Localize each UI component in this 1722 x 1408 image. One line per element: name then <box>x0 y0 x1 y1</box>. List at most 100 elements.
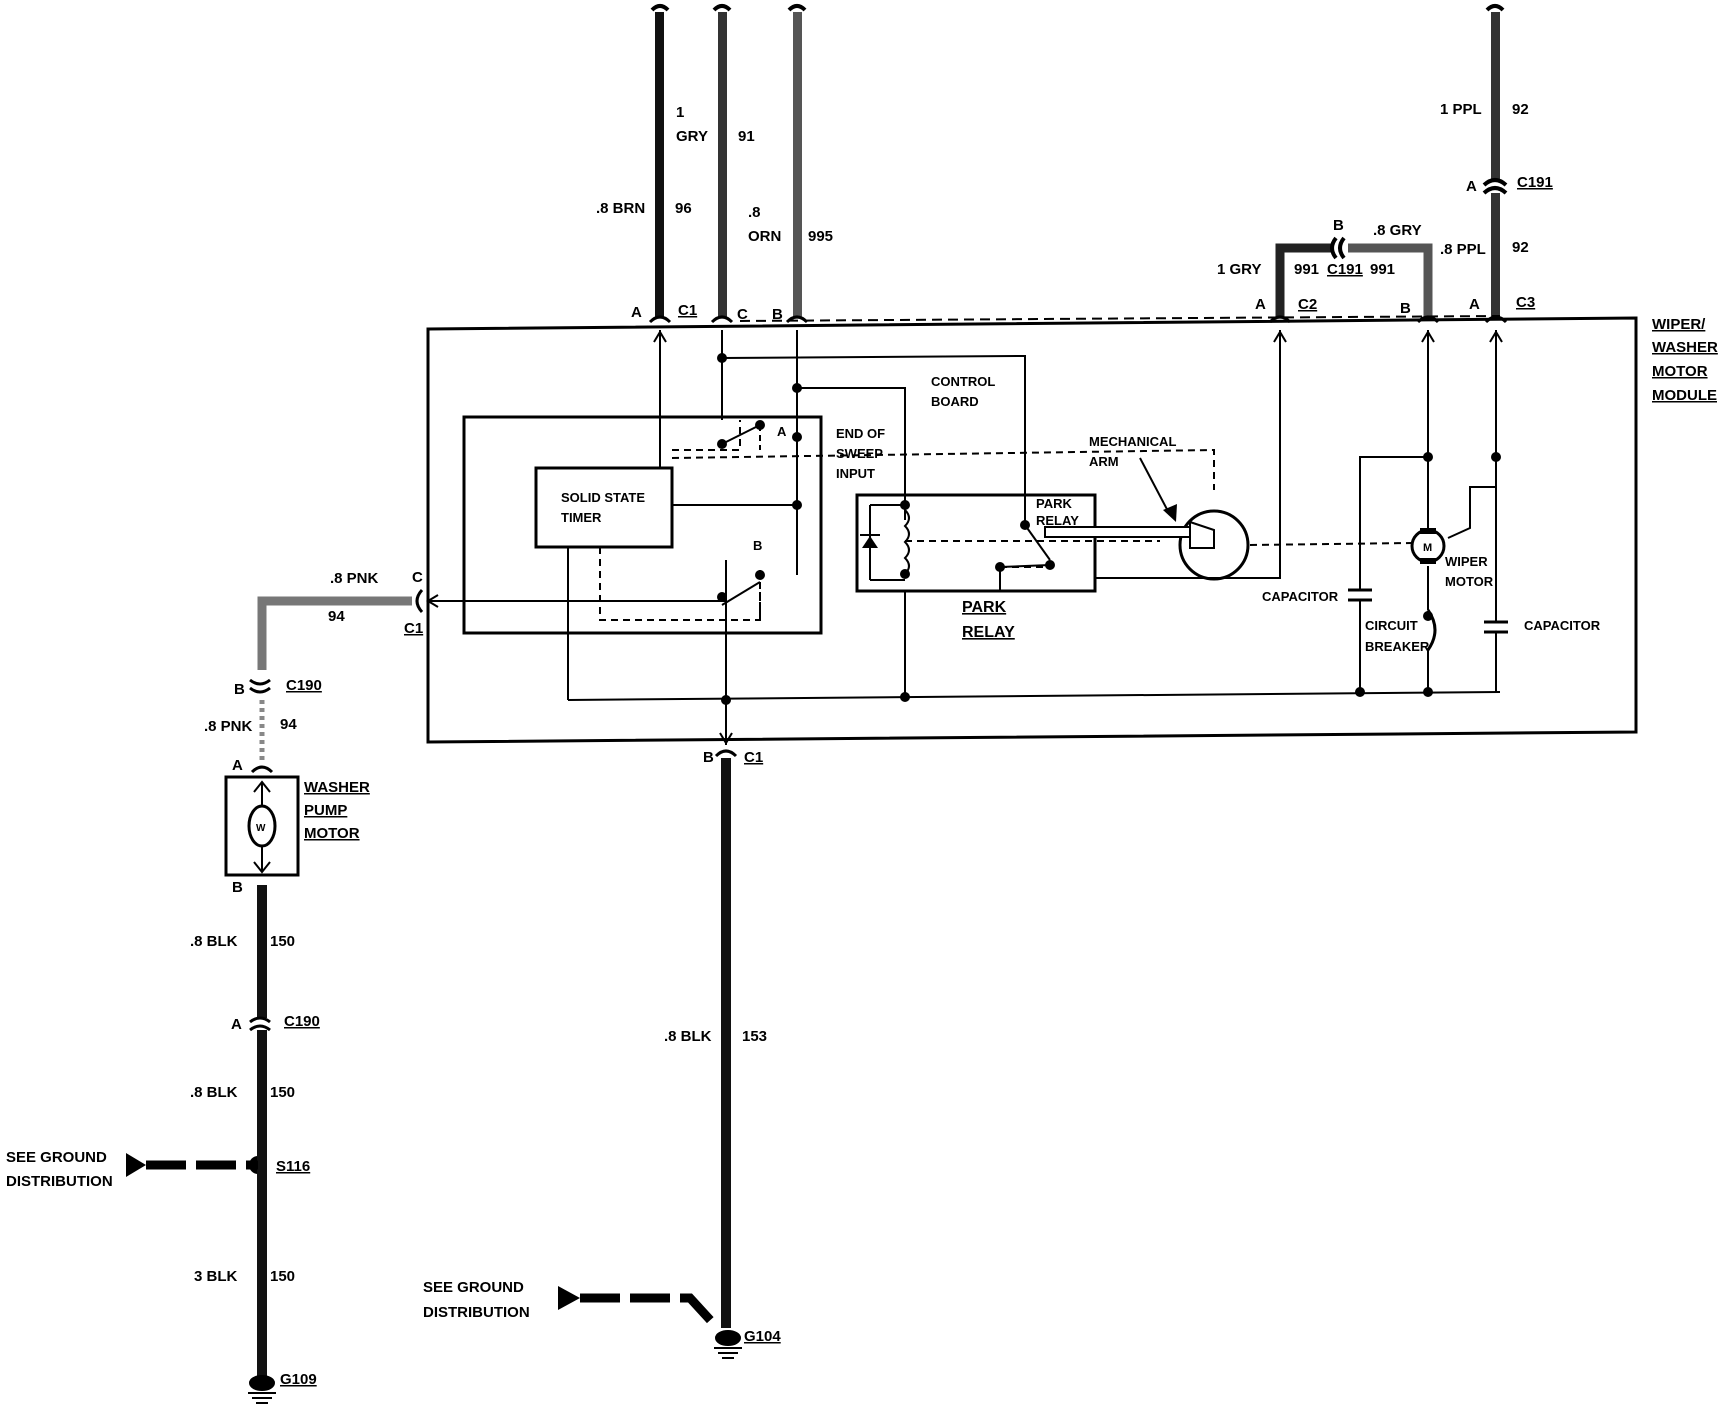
wiper-motor-label-1: WIPER <box>1445 554 1488 569</box>
ground-g109: G109 <box>280 1371 317 1388</box>
washer-pump-label-2: PUMP <box>304 802 347 819</box>
capacitor-right-label: CAPACITOR <box>1524 618 1601 633</box>
pnk-bottom-size: .8 PNK <box>204 718 253 735</box>
g104-ground-symbol <box>714 1330 742 1359</box>
control-board-box <box>462 415 823 635</box>
washer-pump-box <box>224 775 300 877</box>
c1-left-pin <box>415 588 424 614</box>
c3-name: C3 <box>1516 294 1535 311</box>
circuit-breaker-label-1: CIRCUIT <box>1365 618 1418 633</box>
c191-top-pin: A <box>1466 178 1477 195</box>
splice-s116: S116 <box>276 1158 310 1175</box>
c1-top-a-pin: A <box>631 304 642 321</box>
wiper-motor-m: M <box>1423 542 1432 554</box>
w3-circuit-label: 995 <box>808 228 833 245</box>
top-wire-brn-96 <box>650 4 670 317</box>
control-board-label-1: CONTROL <box>931 374 995 389</box>
c191-top-name: C191 <box>1517 174 1553 191</box>
c190-a-pin: A <box>231 1016 242 1033</box>
c190-b-name: C190 <box>286 677 322 694</box>
w3-color-label: ORN <box>748 228 781 245</box>
mechanical-arm-cam <box>1044 457 1250 581</box>
s116-ground-ref-wire <box>126 1153 258 1177</box>
c2-pin: A <box>1255 296 1266 313</box>
pnk-wire <box>257 596 412 670</box>
g109-ground-symbol <box>248 1375 276 1404</box>
end-of-sweep-2: SWEEP <box>836 446 883 461</box>
switch-a-label: A <box>777 424 787 439</box>
w7-label: .8 GRY <box>1373 222 1422 239</box>
blk1-size: .8 BLK <box>190 933 238 950</box>
w1-color-label: GRY <box>676 128 708 145</box>
mechanical-arm-1: MECHANICAL <box>1089 434 1176 449</box>
module-name-line2: WASHER <box>1652 339 1718 356</box>
control-board-switches <box>721 424 761 620</box>
relay-coil <box>903 509 910 575</box>
wiper-motor-label-2: MOTOR <box>1445 574 1494 589</box>
circuit-breaker-label-2: BREAKER <box>1365 639 1430 654</box>
w6-label: .8 PPL <box>1440 241 1486 258</box>
c1-b-pin: B <box>772 306 783 323</box>
timer-label-1: SOLID STATE <box>561 490 645 505</box>
pump-symbol-w: W <box>256 823 266 834</box>
w4-label: 1 PPL <box>1440 101 1482 118</box>
timer-label-2: TIMER <box>561 510 602 525</box>
c190-b-pins <box>249 678 271 694</box>
center-blk-wire <box>714 749 738 1328</box>
park-relay-caption-2: RELAY <box>962 624 1015 641</box>
top-wire-gry-91 <box>712 4 732 317</box>
c190-b-pin: B <box>234 681 245 698</box>
g104-ground-ref-wire <box>558 1286 716 1326</box>
c1-left-name: C1 <box>404 620 423 637</box>
end-of-sweep-3: INPUT <box>836 466 875 481</box>
c191-mid-pin: B <box>1333 217 1344 234</box>
switch-b-label: B <box>753 538 762 553</box>
center-ground-ref-2: DISTRIBUTION <box>423 1304 530 1321</box>
w1-size-label: 1 <box>676 104 684 121</box>
blk1-circuit: 150 <box>270 933 295 950</box>
module-name-line3: MOTOR <box>1652 363 1708 380</box>
module-outer-box <box>426 316 1638 744</box>
c1-bottom-pin: B <box>703 749 714 766</box>
capacitor-symbols <box>1348 588 1508 634</box>
w2-size-label: .8 BRN <box>596 200 645 217</box>
w8-circuit-label: 991 <box>1294 261 1319 278</box>
center-blk-size: .8 BLK <box>664 1028 712 1045</box>
w2-circuit-label: 96 <box>675 200 692 217</box>
park-relay-caption-1: PARK <box>962 599 1007 616</box>
top-wire-orn-995 <box>787 4 807 317</box>
park-relay-inner-2: RELAY <box>1036 513 1079 528</box>
w3-size-label: .8 <box>748 204 761 221</box>
w1-circuit-label: 91 <box>738 128 755 145</box>
c1-bottom-name: C1 <box>744 749 763 766</box>
module-name-line1: WIPER/ <box>1652 316 1706 333</box>
w5-circuit-label: 92 <box>1512 239 1529 256</box>
park-relay-inner-1: PARK <box>1036 496 1072 511</box>
ground-g104: G104 <box>744 1328 781 1345</box>
w8-label: 1 GRY <box>1217 261 1261 278</box>
washer-pump-label-3: MOTOR <box>304 825 360 842</box>
washer-pump-label-1: WASHER <box>304 779 370 796</box>
pnk-bottom-circuit: 94 <box>280 716 297 733</box>
blk2-circuit: 150 <box>270 1084 295 1101</box>
left-blk-wire <box>249 885 271 1376</box>
w4-circuit-label: 92 <box>1512 101 1529 118</box>
junction-dots <box>249 353 1501 1174</box>
c3-b-pin: B <box>1400 300 1411 317</box>
module-name-line4: MODULE <box>1652 387 1717 404</box>
c191-jumper-wires <box>1275 236 1433 318</box>
mechanical-arm-2: ARM <box>1089 454 1119 469</box>
c1-top-name: C1 <box>678 302 697 319</box>
center-ground-ref-1: SEE GROUND <box>423 1279 524 1296</box>
top-connector-dashed-line <box>739 315 1501 322</box>
c190-a-name: C190 <box>284 1013 320 1030</box>
capacitor-left-label: CAPACITOR <box>1262 589 1339 604</box>
blk3-circuit: 150 <box>270 1268 295 1285</box>
top-wire-ppl-92 <box>1482 4 1508 318</box>
pump-pin-a: A <box>232 757 243 774</box>
solid-state-timer-box <box>534 466 674 549</box>
c2-name: C2 <box>1298 296 1317 313</box>
wiper-motor-symbol <box>1410 528 1446 564</box>
center-blk-circuit: 153 <box>742 1028 767 1045</box>
